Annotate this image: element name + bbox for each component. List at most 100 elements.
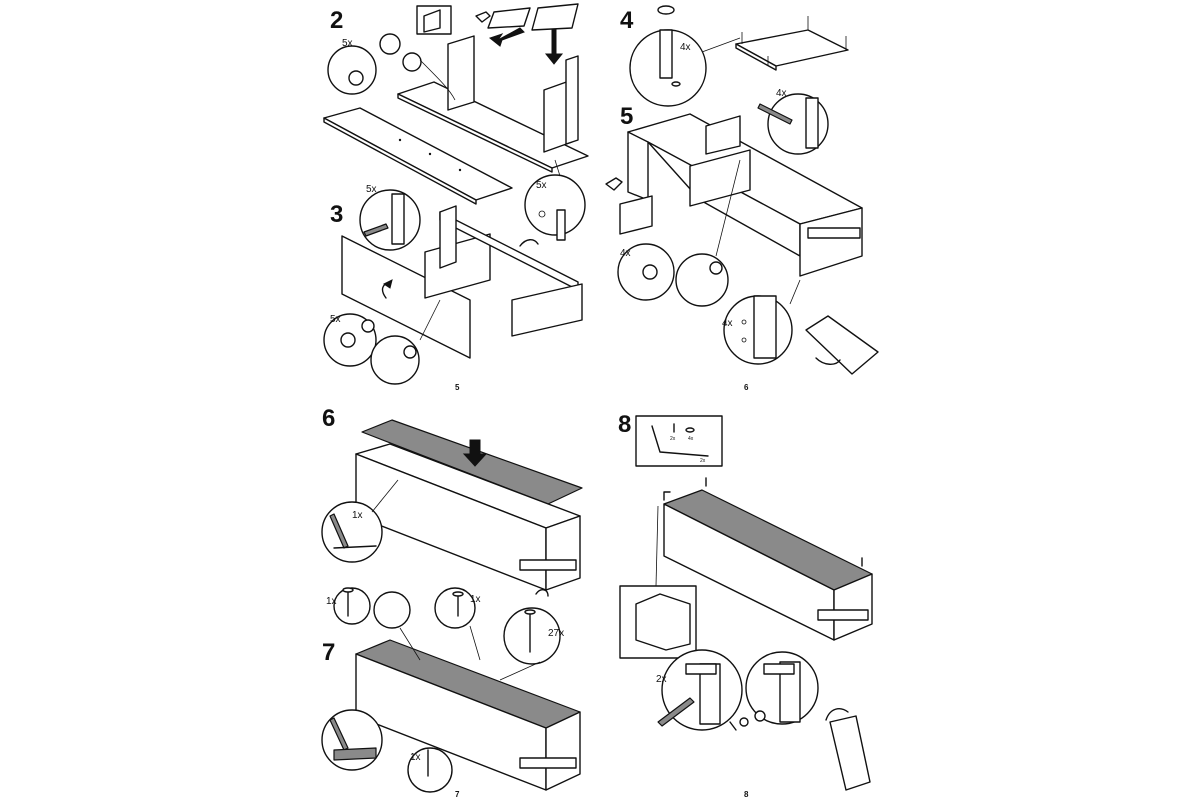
callout-circle [767, 93, 829, 155]
quantity-label: 1x [410, 752, 421, 763]
step-6: 6 1x [321, 405, 583, 591]
panel-edge-shaded [333, 747, 377, 761]
rotate-arrow-icon [729, 721, 737, 731]
cabinet-end [545, 711, 581, 791]
quantity-label: 2x [700, 458, 706, 464]
quantity-label: 4x [688, 436, 694, 442]
leader-line [655, 505, 659, 587]
quantity-label: 2x [670, 436, 676, 442]
bracket-plate-icon [779, 661, 801, 723]
side-panel [424, 233, 491, 299]
arrow-icon [544, 29, 564, 65]
quantity-label: 4x [680, 42, 691, 53]
quantity-label: 5x [342, 38, 353, 49]
page-number: 8 [744, 790, 749, 799]
callout-circle [333, 587, 371, 625]
drawer-rail [807, 227, 861, 239]
step-8: 8 2x 4x 2x 2x 8 [618, 411, 873, 799]
leader-line [701, 37, 741, 53]
nail-head-icon [524, 609, 536, 615]
quantity-label: 5x [366, 184, 377, 195]
cam-lock-icon [361, 319, 375, 333]
hammer-hand-icon [535, 589, 549, 597]
quantity-label: 1x [352, 510, 363, 521]
quantity-label: 5x [536, 180, 547, 191]
page-number: 6 [744, 383, 749, 392]
step-3-number: 3 [330, 201, 343, 228]
step-6-number: 6 [322, 405, 335, 432]
callout-circle [379, 33, 401, 55]
pin-markers [741, 16, 847, 66]
quantity-label: 4x [776, 88, 787, 99]
callout-circle [407, 747, 453, 793]
drawer-rail [817, 609, 869, 621]
hole-marker [538, 210, 546, 218]
hole-marker [398, 138, 402, 142]
cam-bolt-icon [709, 261, 723, 275]
rotate-arrow-icon [519, 239, 539, 247]
drawer-rail [519, 757, 577, 769]
corner-block [635, 593, 691, 651]
step-7-number: 7 [322, 639, 335, 666]
washer-icon [754, 710, 766, 722]
bottom-panel-edge [323, 117, 477, 205]
quantity-label: 1x [326, 596, 337, 607]
inset-corner [619, 195, 653, 235]
screw-icon [739, 717, 749, 727]
divider [705, 115, 741, 155]
washer-icon [671, 81, 681, 87]
arrow-icon [488, 27, 525, 47]
screwdriver-icon [657, 697, 695, 727]
callout-circle [434, 587, 476, 629]
hand-icon [475, 11, 491, 23]
edge-line [333, 545, 377, 549]
inset-panel [423, 9, 441, 33]
step-4: 4 4x [620, 5, 849, 107]
dowel-icon [363, 223, 389, 237]
quantity-label: 1x [470, 594, 481, 605]
callout-circle [373, 591, 411, 629]
handle-icon [753, 295, 777, 359]
hole-marker [741, 319, 747, 325]
step-3: 3 5x 5x 5 [323, 184, 583, 392]
frame-end [799, 207, 863, 277]
back-panel [439, 205, 457, 269]
top-panel-edge [397, 93, 553, 173]
dowel-icon [556, 209, 566, 241]
leader-line [554, 159, 561, 177]
quantity-label: 4x [620, 248, 631, 259]
leader-line [789, 279, 801, 305]
quantity-label: 27x [548, 628, 564, 639]
floating-panel-b [531, 3, 579, 31]
bracket-arm-icon [763, 663, 795, 675]
callout-circle [503, 607, 561, 665]
step-2: 2 5x 5x [323, 3, 589, 241]
cam-bolt-icon [403, 345, 417, 359]
arrow-icon [462, 439, 488, 467]
callout-circle [327, 45, 377, 95]
cam-lock-icon [642, 264, 658, 280]
tool-icon [329, 513, 349, 549]
step-5: 5 4x 4x 4x 6 [605, 88, 879, 392]
panel-edge [805, 97, 819, 149]
hole-marker [428, 152, 432, 156]
nail-head-icon [342, 587, 354, 593]
step-2-number: 2 [330, 7, 343, 34]
quantity-label: 4x [722, 318, 733, 329]
rotate-arrow-icon [825, 708, 849, 721]
leg-pin-icon [659, 29, 673, 79]
step-5-number: 5 [620, 103, 633, 130]
frame-side [627, 131, 649, 201]
parts-inset-box [635, 415, 723, 467]
screwhead-icon [657, 5, 675, 15]
hand-icon [605, 177, 623, 191]
step-4-number: 4 [620, 7, 634, 34]
cabinet-end [545, 515, 581, 591]
callout-circle [524, 174, 586, 236]
leader-line [399, 625, 541, 681]
quantity-label: 2x [656, 674, 667, 685]
leader-line [419, 299, 441, 341]
arrow-head [383, 279, 393, 289]
tool-icon [329, 717, 349, 751]
